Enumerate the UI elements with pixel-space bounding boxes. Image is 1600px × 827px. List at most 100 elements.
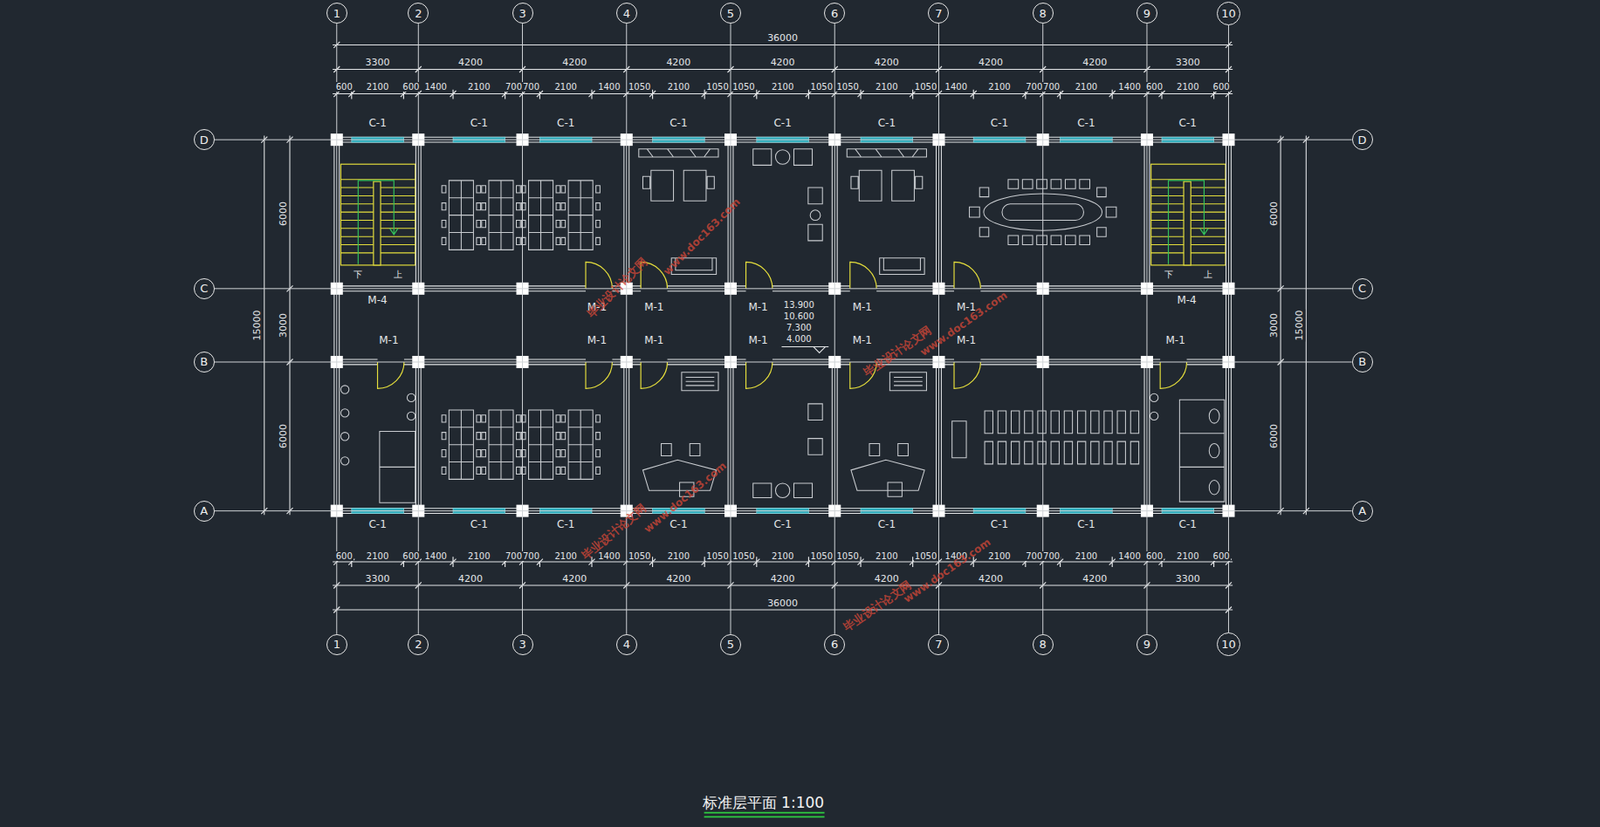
elevation-text: 4.000 (785, 334, 813, 344)
toilet (1208, 443, 1220, 458)
door-opening (377, 357, 405, 368)
axis-bubble: 3 (512, 2, 534, 24)
window-tag: C-1 (556, 117, 576, 130)
partition-wall (415, 139, 1150, 289)
dimension-text: 1050 (810, 82, 834, 92)
dimension-text: 3300 (364, 574, 392, 585)
door-tag: M-1 (1165, 335, 1187, 347)
axis-bubble: 5 (720, 634, 742, 656)
axis-number: 6 (830, 638, 838, 651)
window-tag: C-1 (367, 519, 387, 531)
axis-line (521, 23, 523, 635)
window-tag: C-1 (367, 117, 387, 130)
axis-number: B (199, 356, 208, 368)
window-tag: C-1 (877, 519, 897, 531)
axis-bubble: A (1352, 501, 1374, 522)
dimension-text: 4200 (873, 57, 900, 69)
window-tag: C-1 (668, 519, 688, 531)
axis-bubble: 4 (616, 2, 638, 24)
axis-line (336, 23, 337, 635)
dimension-text: 600 (1212, 551, 1231, 562)
elevation-text: 13.900 (782, 300, 816, 310)
stair-note: 上 (392, 269, 404, 280)
dimension-text: 15000 (253, 309, 264, 342)
door-opening (746, 357, 773, 368)
exterior-wall (334, 137, 1232, 514)
window-tag: C-1 (668, 117, 688, 130)
stair-note: 上 (1202, 269, 1214, 280)
axis-number: 4 (623, 7, 631, 20)
axis-line (625, 23, 627, 635)
dimension-text: 2100 (666, 551, 691, 562)
workstation (521, 180, 560, 250)
door-opening (1160, 357, 1187, 368)
watermark: 毕业设计论文网 (583, 254, 651, 322)
axis-bubble: 4 (616, 634, 638, 656)
dimension-text: 1400 (1117, 551, 1141, 562)
workstation (441, 180, 481, 250)
axis-number: 4 (623, 638, 631, 651)
office-furniture (846, 149, 927, 275)
axis-bubble: 5 (720, 2, 742, 24)
dimension-text: 2100 (1074, 82, 1099, 92)
dimension-text: 4200 (561, 574, 588, 585)
door-opening (954, 357, 981, 368)
dimension-text: 4200 (977, 574, 1004, 585)
dimension-text: 2100 (466, 551, 491, 562)
axis-bubble: B (193, 351, 215, 373)
door-tag: M-1 (955, 335, 977, 347)
axis-line (730, 23, 732, 635)
axis-line (214, 361, 1353, 363)
dimension-text: 2100 (987, 82, 1011, 92)
dimension-text: 600 (401, 82, 420, 92)
workstation (441, 410, 481, 480)
axis-bubble: 6 (824, 634, 845, 656)
dimension-text: 1050 (913, 82, 938, 92)
window-tag: C-1 (772, 519, 792, 531)
dimension-text: 600 (335, 82, 354, 92)
window-tag: C-1 (877, 117, 897, 130)
door-tag: M-1 (851, 335, 873, 347)
door-swing (377, 261, 1188, 389)
dimension-text: 1400 (1117, 82, 1141, 92)
dimension-text: 2100 (365, 82, 390, 92)
axis-bubble: 6 (824, 2, 845, 24)
dimension-text: 2100 (770, 551, 795, 562)
toilet (1208, 480, 1220, 495)
dimension-text: 700 (504, 551, 523, 562)
dimension-text: 4200 (457, 57, 484, 69)
workstation (521, 410, 560, 480)
dimension-text: 1050 (705, 551, 729, 562)
window-tag: C-1 (469, 117, 489, 130)
dimension-text: 6000 (278, 423, 289, 450)
window-tag: C-1 (556, 519, 576, 531)
dimension-text: 700 (1042, 82, 1061, 92)
dimension-text: 700 (1024, 82, 1044, 92)
axis-line (1146, 23, 1147, 635)
dimension-text: 2100 (874, 82, 899, 92)
axis-bubble: D (1352, 129, 1374, 151)
axis-number: 10 (1221, 7, 1237, 20)
lounge-furniture (753, 404, 823, 499)
axis-number: 3 (518, 7, 526, 20)
dimension-text: 700 (504, 82, 523, 92)
window-tag: C-1 (989, 117, 1010, 130)
dimension-text: 4200 (665, 57, 692, 69)
door-tag: M-1 (586, 335, 608, 347)
dimension-text: 700 (1042, 551, 1061, 562)
door-opening (640, 284, 667, 295)
workstation (561, 180, 600, 250)
axis-line (214, 139, 1353, 141)
dimension-text: 2100 (553, 82, 577, 92)
dimension-text: 6000 (1269, 423, 1280, 450)
dimension-text: 4200 (561, 57, 588, 69)
axis-bubble: 1 (326, 2, 348, 24)
axis-bubble: A (193, 501, 215, 522)
dimension-text: 2100 (874, 551, 899, 562)
axis-line (1228, 25, 1230, 634)
watermark: www.doc163.com (918, 289, 1011, 360)
axis-line (834, 23, 836, 635)
elevation-mark (781, 346, 829, 353)
